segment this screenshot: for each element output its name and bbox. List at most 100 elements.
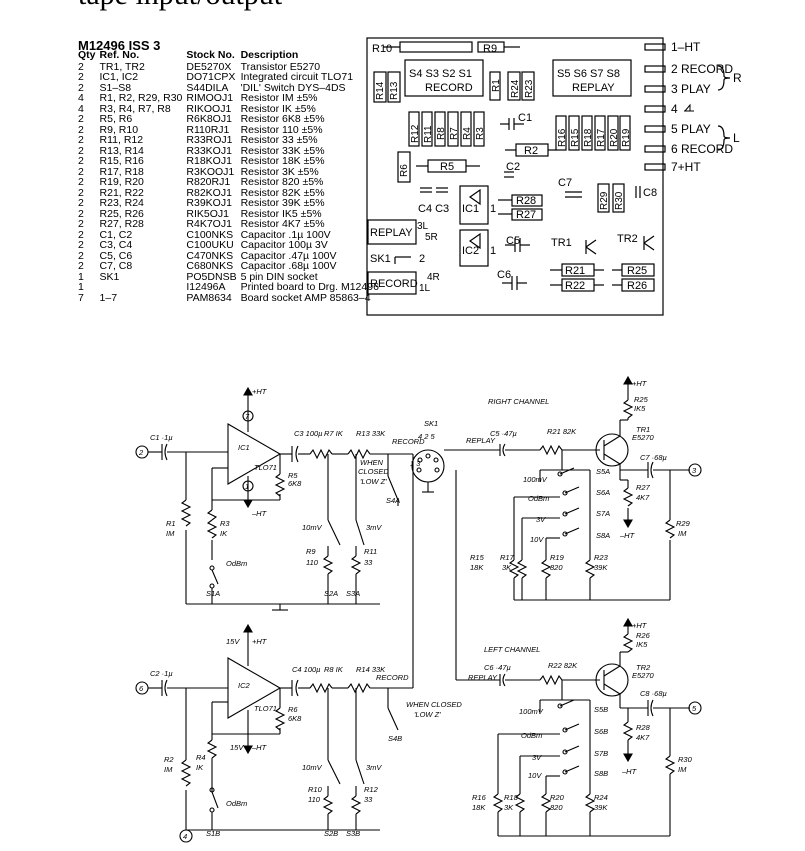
parts-stock: R33ROJ1 [186,134,233,146]
replay-connector-box [367,219,417,245]
lbl-ik-1: IK [220,529,228,538]
lbl-r25: R25 [634,395,649,404]
parts-qty: 2 [78,207,84,220]
parts-ref: R3, R4, R7, R8 [99,102,171,115]
lbl-r19: R19 [621,128,632,147]
lbl-r26: R26 [636,631,651,640]
lbl-when-1: WHEN [360,458,383,467]
lbl-r28: R28 [636,723,651,732]
lbl-3v-1: 3V [536,515,546,524]
lbl-ik-2: IK [196,763,204,772]
parts-desc: Resistor 33 ±5% [240,134,318,146]
parts-qty: 2 [78,228,84,241]
lbl-r26: R26 [627,280,647,292]
lbl-10v-1: 10V [530,535,544,544]
lbl-r8: R8 [436,127,447,140]
lbl-im-4: IM [678,765,687,774]
lbl-im-1: IM [166,529,175,538]
page-title: tape input/output [78,0,282,10]
parts-qty: 2 [78,71,84,83]
lbl-r10: R10 [372,43,392,55]
pin-4-label: 4 [671,102,678,116]
lbl-term-5: 5 [692,704,697,713]
lbl-record-switches: S4 S3 S2 S1 [409,68,472,80]
parts-stock: C100UKU [186,239,234,251]
parts-stock: R18KOJ1 [186,155,232,167]
parts-ref: R9, R10 [99,123,139,136]
lbl-3k-1: 3K [502,563,512,572]
parts-desc: Resistor 82K ±5% [240,186,325,199]
parts-qty: 4 [78,92,84,104]
lbl-r24: R24 [510,79,521,98]
parts-desc: Capacitor .1µ 100V [240,228,331,241]
lbl-3l: 3L [417,221,429,232]
tr1-transistor [595,433,629,467]
lbl-33-2: 33 [364,795,373,804]
lbl-tr2: TR2 [617,233,638,245]
lbl-plus-ht-4: +HT [632,621,648,630]
lbl-r18: R18 [583,128,594,147]
lbl-r30: R30 [678,755,693,764]
parts-stock: R820RJ1 [186,176,231,188]
lbl-r17: R17 [596,128,607,147]
lbl-term-2: 2 [138,448,144,457]
lbl-minus-ht-3: –HT [251,743,268,752]
parts-ref: R23, R24 [99,197,144,209]
lbl-3mv-2: 3mV [366,763,382,772]
lbl-record-1: RECORD [392,437,425,446]
lbl-sk1: SK1 [424,419,438,428]
lbl-r6: R6 [288,705,298,714]
lbl-r25: R25 [627,265,647,277]
lbl-r22: R22 82K [548,661,578,670]
lbl-r17: R17 [500,553,515,562]
ic1-opamp [227,423,282,485]
parts-stock: R33KOJ1 [186,144,232,157]
lbl-tr1: TR1 [636,425,650,434]
parts-ref: R27, R28 [99,218,144,230]
lbl-1l: 1L [419,283,431,294]
lbl-s7b: S7B [594,749,608,758]
parts-stock: R3KOOJ1 [186,165,235,178]
pcb-labels: R10 R9 R14 R13 S4 S3 S2 S1 RECORD R1 R24… [370,40,742,294]
lbl-record: RECORD [425,82,473,94]
terminal-5 [688,701,702,715]
lbl-ic1-pin1: 1 [490,203,496,215]
lbl-plus-ht-1: +HT [252,387,268,396]
parts-stock: PO5DNSB [186,270,237,283]
parts-desc: Capacitor .68µ 100V [240,260,337,272]
pcb-outline [366,37,664,316]
parts-qty: 1 [78,270,84,283]
lbl-r19: R19 [550,553,565,562]
parts-ref: R19, R20 [99,176,144,188]
parts-desc: Resistor 18K ±5% [240,155,325,167]
parts-desc: 'DIL' Switch DYS–4DS [240,81,346,94]
parts-desc: Transistor E5270 [240,60,321,73]
parts-qty: 2 [78,260,84,272]
lbl-tr1: TR1 [551,237,572,249]
lbl-6k8-2: 6K8 [288,714,302,723]
lbl-r13: R13 [389,81,400,100]
lbl-r27: R27 [516,209,536,221]
parts-ref: R13, R14 [99,144,144,157]
lbl-c4: C4 100µ [292,665,321,674]
lbl-replay-switches: S5 S6 S7 S8 [557,68,620,80]
parts-ref: C3, C4 [99,239,133,251]
lbl-r15: R15 [470,553,485,562]
parts-qty: 2 [78,81,84,94]
lbl-r28: R28 [516,195,536,207]
parts-ref: S1–S8 [99,81,132,94]
lbl-c8: C8 [643,187,657,199]
parts-desc: Capacitor .47µ 100V [240,249,337,262]
parts-qty: 2 [78,218,84,230]
lbl-5r: 5R [425,232,438,243]
